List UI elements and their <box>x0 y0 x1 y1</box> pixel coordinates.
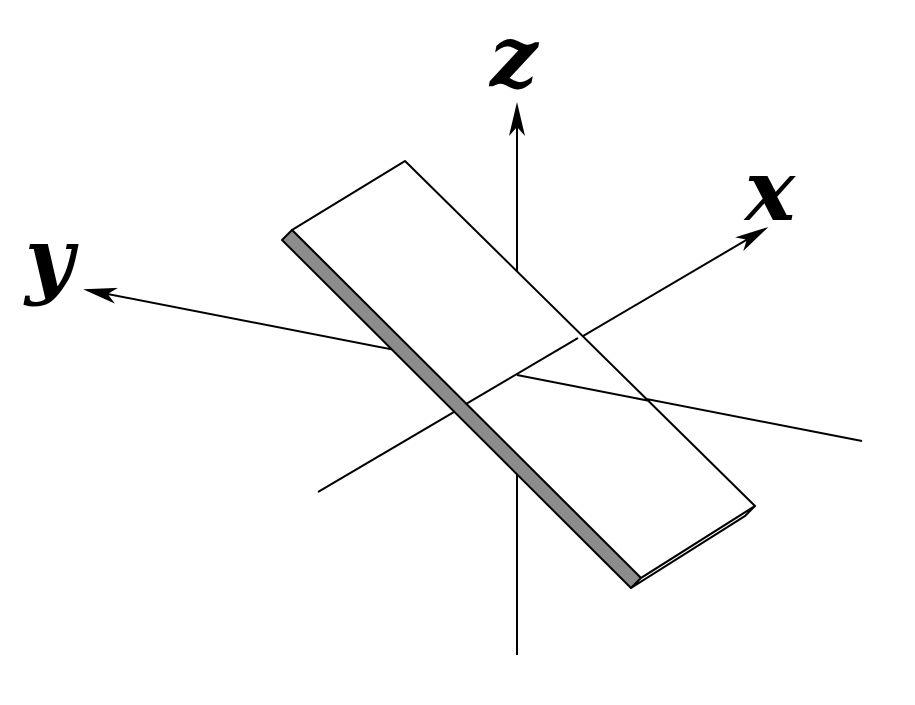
z-axis-label: z <box>488 7 540 106</box>
y-axis-label: y <box>23 209 79 308</box>
y-axis-over-slab <box>516 374 651 402</box>
x-axis-over-slab <box>465 337 579 405</box>
axes-over-slab <box>465 337 651 405</box>
slab-end-face <box>630 505 756 589</box>
x-axis-label: x <box>743 141 796 240</box>
